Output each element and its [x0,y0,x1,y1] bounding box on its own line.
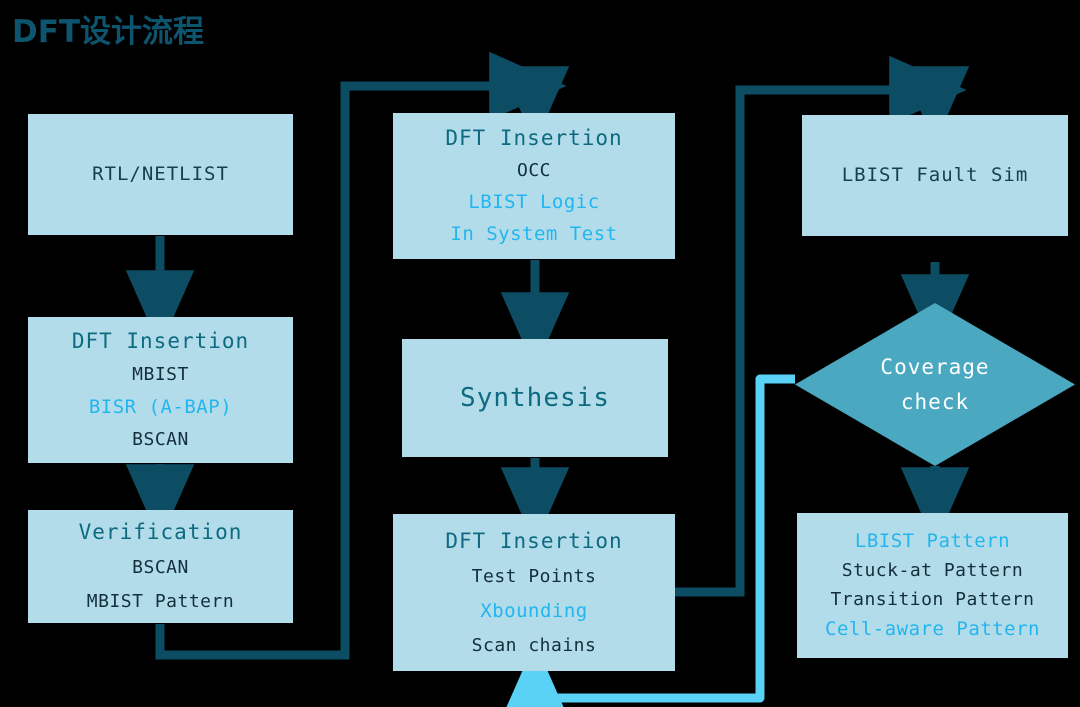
node-line-dft2-title: DFT Insertion [445,126,623,150]
node-line-dft2-lbist-logic: LBIST Logic [468,191,600,213]
node-line-dft2-occ: OCC [516,160,551,181]
node-line-dft1-mbist: MBIST [132,364,189,385]
node-line-pattern-stuck-at: Stuck-at Pattern [841,560,1024,581]
node-line-lbist-fault-sim: LBIST Fault Sim [841,164,1029,186]
diamond-shape [795,303,1075,466]
node-pattern-generation[interactable]: LBIST Pattern Stuck-at Pattern Transitio… [797,513,1068,658]
node-coverage-check[interactable]: Coverage check [795,303,1075,466]
node-line-dft3-scan-chains: Scan chains [471,634,597,656]
node-line-dft2-in-system-test: In System Test [450,223,618,245]
node-line-pattern-cell-aware: Cell-aware Pattern [825,618,1040,640]
node-line-dft1-bisr: BISR (A-BAP) [88,396,233,418]
node-rtl-netlist[interactable]: RTL/NETLIST [28,114,293,235]
node-line-dft1-bscan: BSCAN [132,429,189,450]
node-line-rtl-netlist: RTL/NETLIST [92,163,229,185]
node-line-dft3-title: DFT Insertion [445,528,623,553]
node-line-pattern-lbist: LBIST Pattern [854,530,1011,552]
node-synthesis[interactable]: Synthesis [402,339,668,457]
node-line-synthesis: Synthesis [460,383,610,413]
node-line-verification-mbist-pattern: MBIST Pattern [86,591,235,612]
page-title: DFT设计流程 [12,14,205,50]
node-line-verification-title: Verification [78,520,243,544]
node-line-dft3-test-points: Test Points [471,565,597,587]
node-lbist-fault-sim[interactable]: LBIST Fault Sim [802,115,1068,236]
node-line-dft1-title: DFT Insertion [71,329,250,353]
node-dft-insertion-3[interactable]: DFT Insertion Test Points Xbounding Scan… [393,514,675,671]
node-line-verification-bscan: BSCAN [132,557,189,578]
node-line-pattern-transition: Transition Pattern [830,589,1035,610]
node-dft-insertion-2[interactable]: DFT Insertion OCC LBIST Logic In System … [393,113,675,259]
node-dft-insertion-1[interactable]: DFT Insertion MBIST BISR (A-BAP) BSCAN [28,317,293,463]
node-verification[interactable]: Verification BSCAN MBIST Pattern [28,510,293,623]
node-line-dft3-xbounding: Xbounding [480,599,588,622]
